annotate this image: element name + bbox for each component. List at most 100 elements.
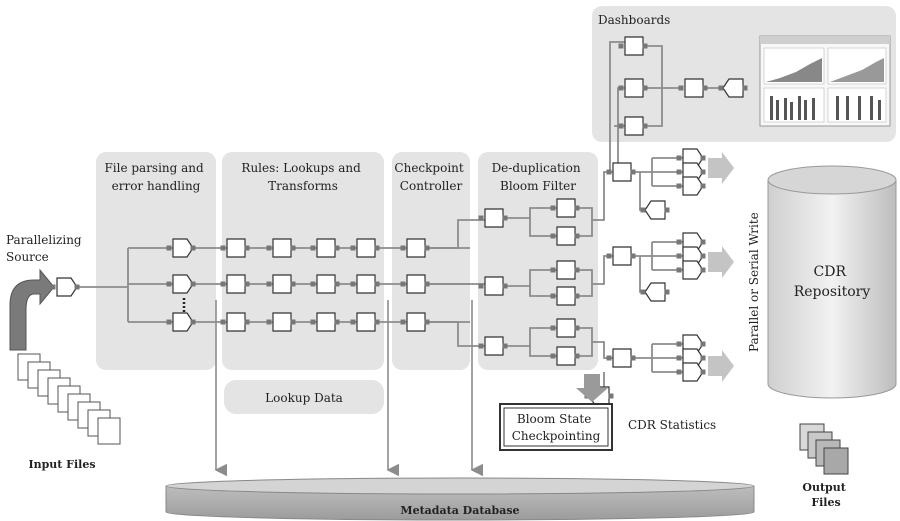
port bbox=[220, 245, 226, 251]
port bbox=[550, 205, 556, 211]
port bbox=[618, 43, 624, 49]
port bbox=[244, 281, 250, 287]
operator-node bbox=[678, 78, 708, 98]
parallel-write-label: Parallel or Serial Write bbox=[747, 212, 761, 352]
operator-node bbox=[266, 274, 296, 294]
port bbox=[606, 253, 612, 259]
stage-parsing-title: File parsing and error handling bbox=[104, 161, 207, 193]
port bbox=[550, 233, 556, 239]
connector bbox=[644, 45, 663, 89]
operator-node bbox=[310, 274, 340, 294]
port bbox=[700, 369, 706, 375]
operator-node bbox=[166, 238, 196, 258]
operator-node bbox=[166, 274, 196, 294]
port bbox=[742, 85, 748, 91]
operator-node bbox=[220, 312, 250, 332]
port bbox=[166, 281, 172, 287]
port bbox=[676, 355, 682, 361]
port bbox=[74, 284, 80, 290]
cdr-statistics-label: CDR Statistics bbox=[628, 418, 716, 432]
port bbox=[350, 281, 356, 287]
operator-node bbox=[478, 276, 508, 296]
port bbox=[190, 281, 196, 287]
operator-node bbox=[266, 238, 296, 258]
metadata-arrows bbox=[214, 300, 484, 477]
operator-node bbox=[350, 274, 380, 294]
port bbox=[642, 123, 648, 129]
operator-node bbox=[550, 198, 580, 218]
port bbox=[266, 281, 272, 287]
operator-node bbox=[550, 260, 580, 280]
port bbox=[374, 245, 380, 251]
port bbox=[574, 325, 580, 331]
port bbox=[166, 245, 172, 251]
port bbox=[630, 169, 636, 175]
port bbox=[676, 253, 682, 259]
stage-dashboards-title: Dashboards bbox=[598, 13, 670, 27]
operator-node bbox=[220, 274, 250, 294]
port bbox=[640, 289, 646, 295]
output-files-label: Output Files bbox=[802, 481, 849, 509]
operator-node bbox=[550, 286, 580, 306]
input-files-label: Input Files bbox=[28, 458, 95, 471]
port bbox=[676, 341, 682, 347]
port bbox=[310, 245, 316, 251]
bloom-down-arrow-icon bbox=[576, 374, 608, 402]
connector bbox=[529, 218, 560, 237]
port bbox=[220, 281, 226, 287]
port bbox=[718, 85, 724, 91]
port bbox=[310, 281, 316, 287]
operator-node bbox=[606, 162, 636, 182]
port bbox=[220, 319, 226, 325]
port bbox=[550, 353, 556, 359]
port bbox=[350, 245, 356, 251]
operator-node bbox=[478, 208, 508, 228]
lookup-data-label: Lookup Data bbox=[265, 391, 343, 405]
port bbox=[574, 293, 580, 299]
operator-node bbox=[266, 312, 296, 332]
operator-node bbox=[676, 260, 706, 280]
port bbox=[642, 85, 648, 91]
port bbox=[424, 281, 430, 287]
lookup-data-panel bbox=[224, 380, 384, 414]
bloom-state-box bbox=[499, 403, 613, 451]
stage-dedup-title: De-duplication Bloom Filter bbox=[492, 161, 585, 193]
port bbox=[574, 353, 580, 359]
port bbox=[290, 319, 296, 325]
operator-node bbox=[350, 312, 380, 332]
operator-node bbox=[310, 312, 340, 332]
port bbox=[700, 341, 706, 347]
panel-rules bbox=[222, 152, 384, 370]
metadata-database-label: Metadata Database bbox=[400, 504, 519, 517]
port bbox=[630, 355, 636, 361]
port bbox=[642, 43, 648, 49]
port bbox=[700, 253, 706, 259]
operator-node bbox=[50, 277, 80, 297]
port bbox=[700, 355, 706, 361]
port bbox=[574, 233, 580, 239]
port bbox=[502, 283, 508, 289]
output-arrows bbox=[708, 152, 734, 382]
connector bbox=[504, 269, 560, 287]
dashboard-screenshot bbox=[759, 35, 891, 127]
operator-node bbox=[550, 318, 580, 338]
port bbox=[424, 319, 430, 325]
operator-node bbox=[606, 348, 636, 368]
operator-node bbox=[400, 274, 430, 294]
port bbox=[550, 325, 556, 331]
port bbox=[574, 205, 580, 211]
connector bbox=[639, 256, 646, 293]
connector bbox=[576, 269, 593, 297]
port bbox=[400, 319, 406, 325]
port bbox=[676, 239, 682, 245]
connector bbox=[576, 207, 593, 237]
port bbox=[244, 245, 250, 251]
port bbox=[244, 319, 250, 325]
port bbox=[374, 281, 380, 287]
stage-checkpoint-title: Checkpoint Controller bbox=[394, 161, 467, 193]
port bbox=[676, 169, 682, 175]
input-files-icon bbox=[17, 353, 121, 445]
operator-node bbox=[718, 78, 748, 98]
port bbox=[290, 281, 296, 287]
port bbox=[478, 215, 484, 221]
